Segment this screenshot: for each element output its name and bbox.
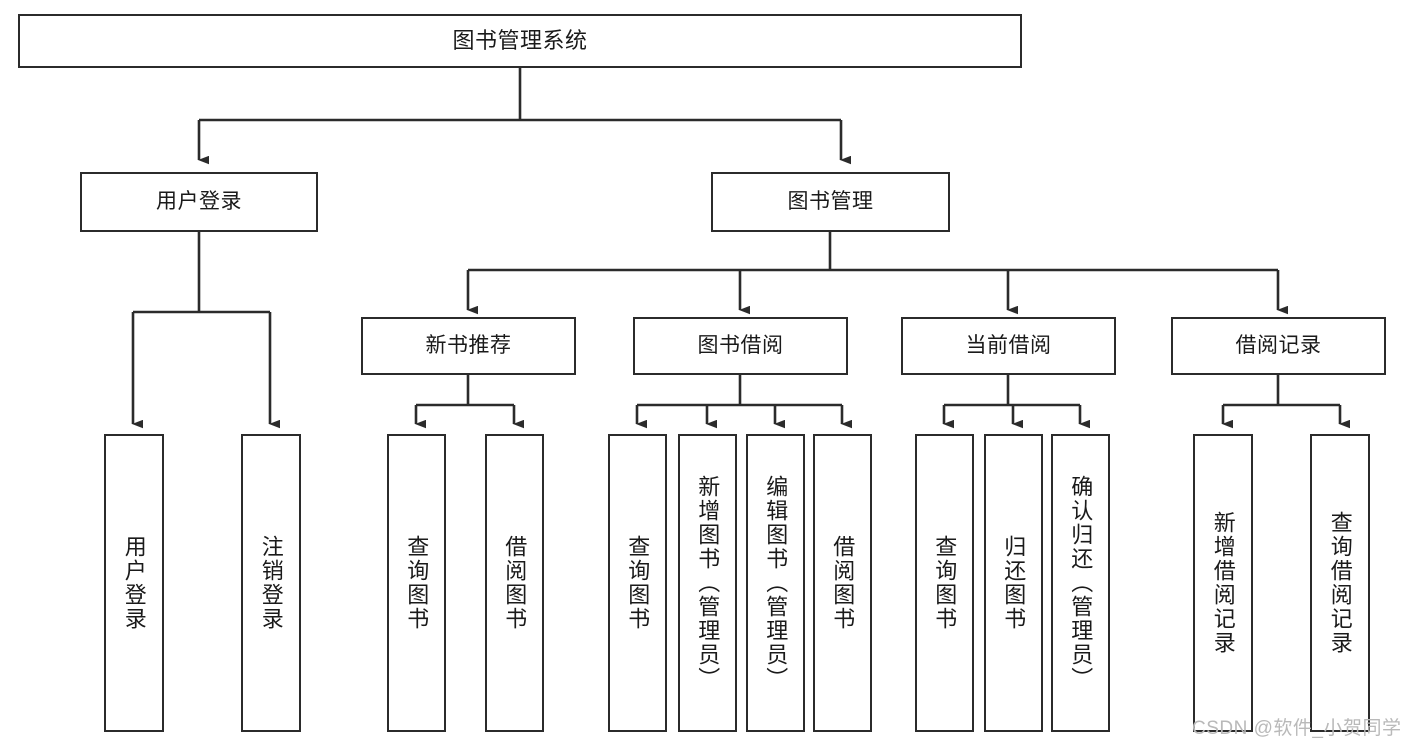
node-leaf-borrow-book-1[interactable]: 借阅图书: [485, 434, 544, 732]
node-borrow-record-label: 借阅记录: [1235, 333, 1322, 357]
node-leaf-confirm-return[interactable]: 确认归还（管理员）: [1051, 434, 1110, 732]
node-leaf-borrow-book-2-label: 借阅图书: [830, 535, 856, 631]
node-leaf-user-login-label: 用户登录: [121, 535, 147, 631]
node-user-login-label: 用户登录: [156, 189, 242, 213]
node-leaf-confirm-return-label: 确认归还（管理员）: [1068, 475, 1094, 691]
node-user-login[interactable]: 用户登录: [80, 172, 318, 232]
node-leaf-user-login[interactable]: 用户登录: [104, 434, 164, 732]
node-leaf-query-book-2-label: 查询图书: [625, 535, 651, 631]
node-leaf-add-record[interactable]: 新增借阅记录: [1193, 434, 1253, 732]
node-leaf-query-record-label: 查询借阅记录: [1327, 511, 1353, 655]
node-book-borrow-label: 图书借阅: [697, 333, 784, 357]
node-book-borrow[interactable]: 图书借阅: [633, 317, 848, 375]
node-leaf-add-book-label: 新增图书（管理员）: [695, 475, 721, 691]
node-new-book-recommend[interactable]: 新书推荐: [361, 317, 576, 375]
csdn-watermark: CSDN @软件_小贺同学: [1192, 718, 1402, 739]
node-leaf-logout-login-label: 注销登录: [258, 535, 284, 631]
node-leaf-borrow-book-1-label: 借阅图书: [502, 535, 528, 631]
node-leaf-query-book-1[interactable]: 查询图书: [387, 434, 446, 732]
node-leaf-query-book-1-label: 查询图书: [404, 535, 430, 631]
node-leaf-query-book-2[interactable]: 查询图书: [608, 434, 667, 732]
node-new-book-recommend-label: 新书推荐: [425, 333, 512, 357]
node-leaf-query-book-3-label: 查询图书: [932, 535, 958, 631]
node-current-borrow-label: 当前借阅: [965, 333, 1052, 357]
node-leaf-add-record-label: 新增借阅记录: [1210, 511, 1236, 655]
node-leaf-return-book[interactable]: 归还图书: [984, 434, 1043, 732]
node-leaf-edit-book[interactable]: 编辑图书（管理员）: [746, 434, 805, 732]
node-book-manage-label: 图书管理: [787, 189, 874, 213]
node-leaf-logout-login[interactable]: 注销登录: [241, 434, 301, 732]
node-leaf-add-book[interactable]: 新增图书（管理员）: [678, 434, 737, 732]
node-current-borrow[interactable]: 当前借阅: [901, 317, 1116, 375]
node-book-manage[interactable]: 图书管理: [711, 172, 950, 232]
node-leaf-query-book-3[interactable]: 查询图书: [915, 434, 974, 732]
node-root[interactable]: 图书管理系统: [18, 14, 1022, 68]
node-root-label: 图书管理系统: [452, 28, 588, 54]
node-leaf-edit-book-label: 编辑图书（管理员）: [763, 475, 789, 691]
node-leaf-return-book-label: 归还图书: [1001, 535, 1027, 631]
node-leaf-borrow-book-2[interactable]: 借阅图书: [813, 434, 872, 732]
node-borrow-record[interactable]: 借阅记录: [1171, 317, 1386, 375]
node-leaf-query-record[interactable]: 查询借阅记录: [1310, 434, 1370, 732]
